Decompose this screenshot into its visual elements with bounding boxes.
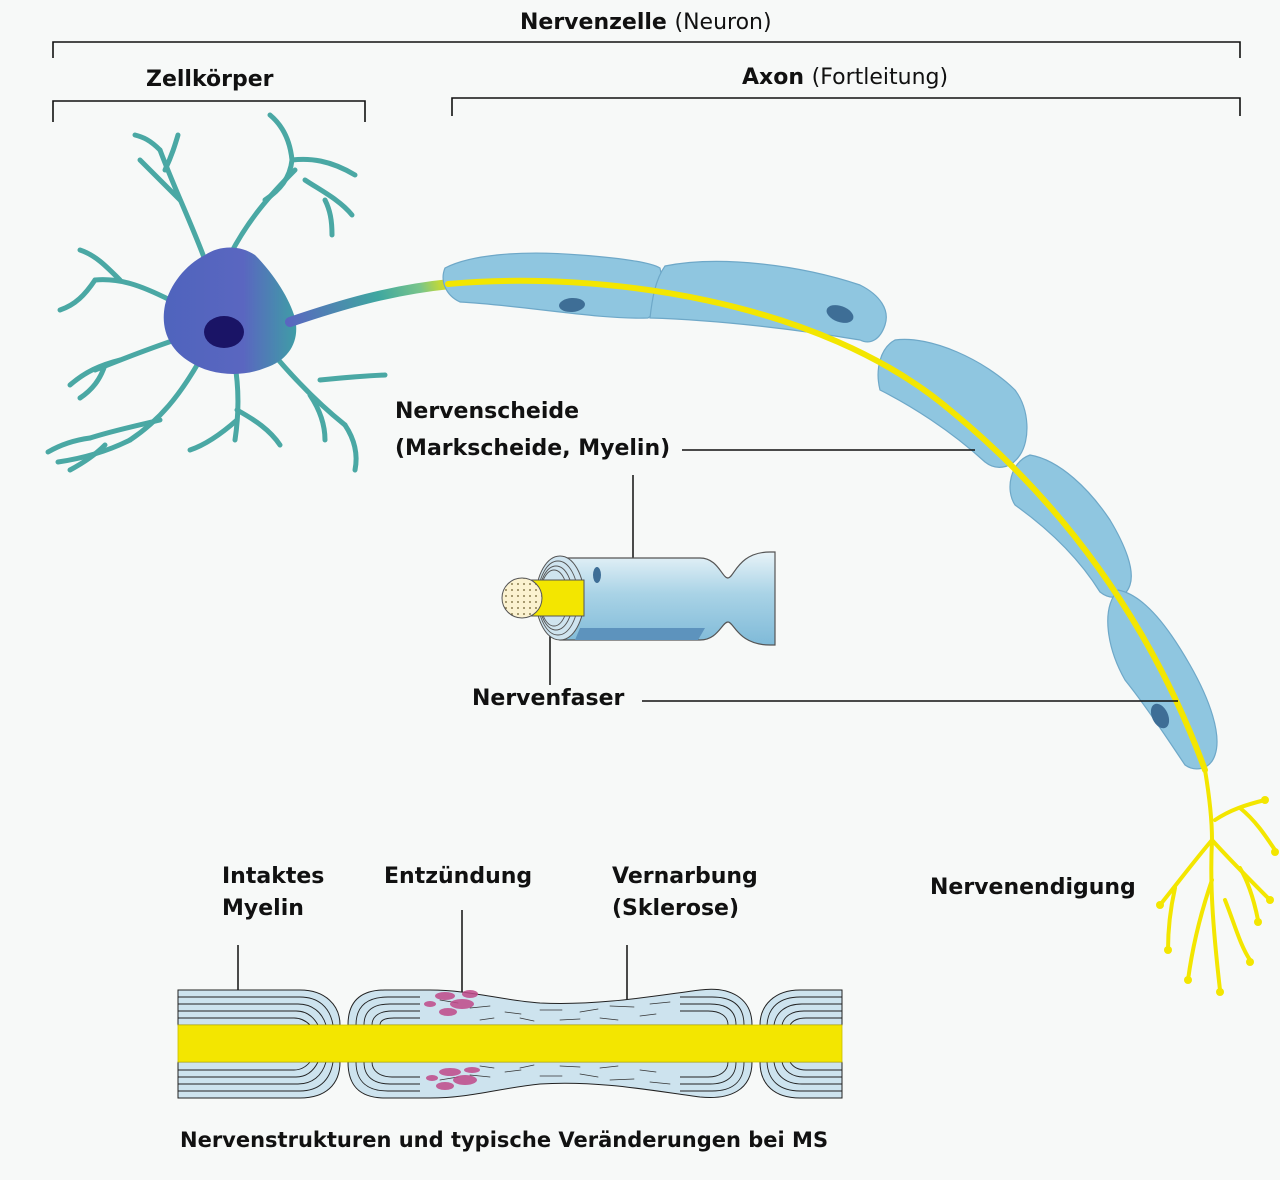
ms-comparison-panel [178, 910, 842, 1098]
axon-bracket [452, 98, 1240, 116]
nerve-fiber-label: Nervenfaser [472, 684, 624, 714]
axon-label: Axon (Fortleitung) [742, 63, 948, 93]
cell-body-label: Zellkörper [146, 65, 273, 95]
axon-label-paren: (Fortleitung) [812, 65, 948, 90]
sheath-label-myelin: Myelin [578, 436, 660, 461]
nerve-ending-label: Nervenendigung [930, 873, 1136, 903]
nerve-endings [1160, 770, 1275, 990]
sheath-label-line1: Nervenscheide [395, 397, 579, 427]
sheath-label-post: ) [660, 436, 670, 461]
intact-myelin-label-line2: Myelin [222, 894, 304, 924]
intact-myelin-label-line1: Intaktes [222, 862, 324, 892]
inflammation-label: Entzündung [384, 862, 532, 892]
nucleus [204, 316, 244, 348]
axon-hillock [290, 284, 450, 322]
neuron-bracket [53, 42, 1240, 58]
nerve-fiber-cross-section [502, 552, 775, 645]
neuron-title-main: Nervenzelle [520, 10, 667, 35]
myelin-segment [878, 339, 1027, 467]
neuron-title: Nervenzelle (Neuron) [520, 8, 772, 38]
caption: Nervenstrukturen und typische Veränderun… [180, 1128, 828, 1152]
scar-label-line1: Vernarbung [612, 862, 758, 892]
sheath-label-pre: (Markscheide, [395, 436, 578, 461]
scar-label-line2: (Sklerose) [612, 894, 739, 924]
neuron-title-paren: (Neuron) [675, 10, 772, 35]
cell-body-bracket [53, 101, 365, 122]
soma [164, 248, 297, 374]
myelin-segment [650, 261, 886, 341]
axon-label-main: Axon [742, 65, 804, 90]
myelin-segment [1108, 590, 1217, 769]
sheath-label-line2: (Markscheide, Myelin) [395, 434, 670, 464]
myelin-segment [1010, 455, 1131, 597]
